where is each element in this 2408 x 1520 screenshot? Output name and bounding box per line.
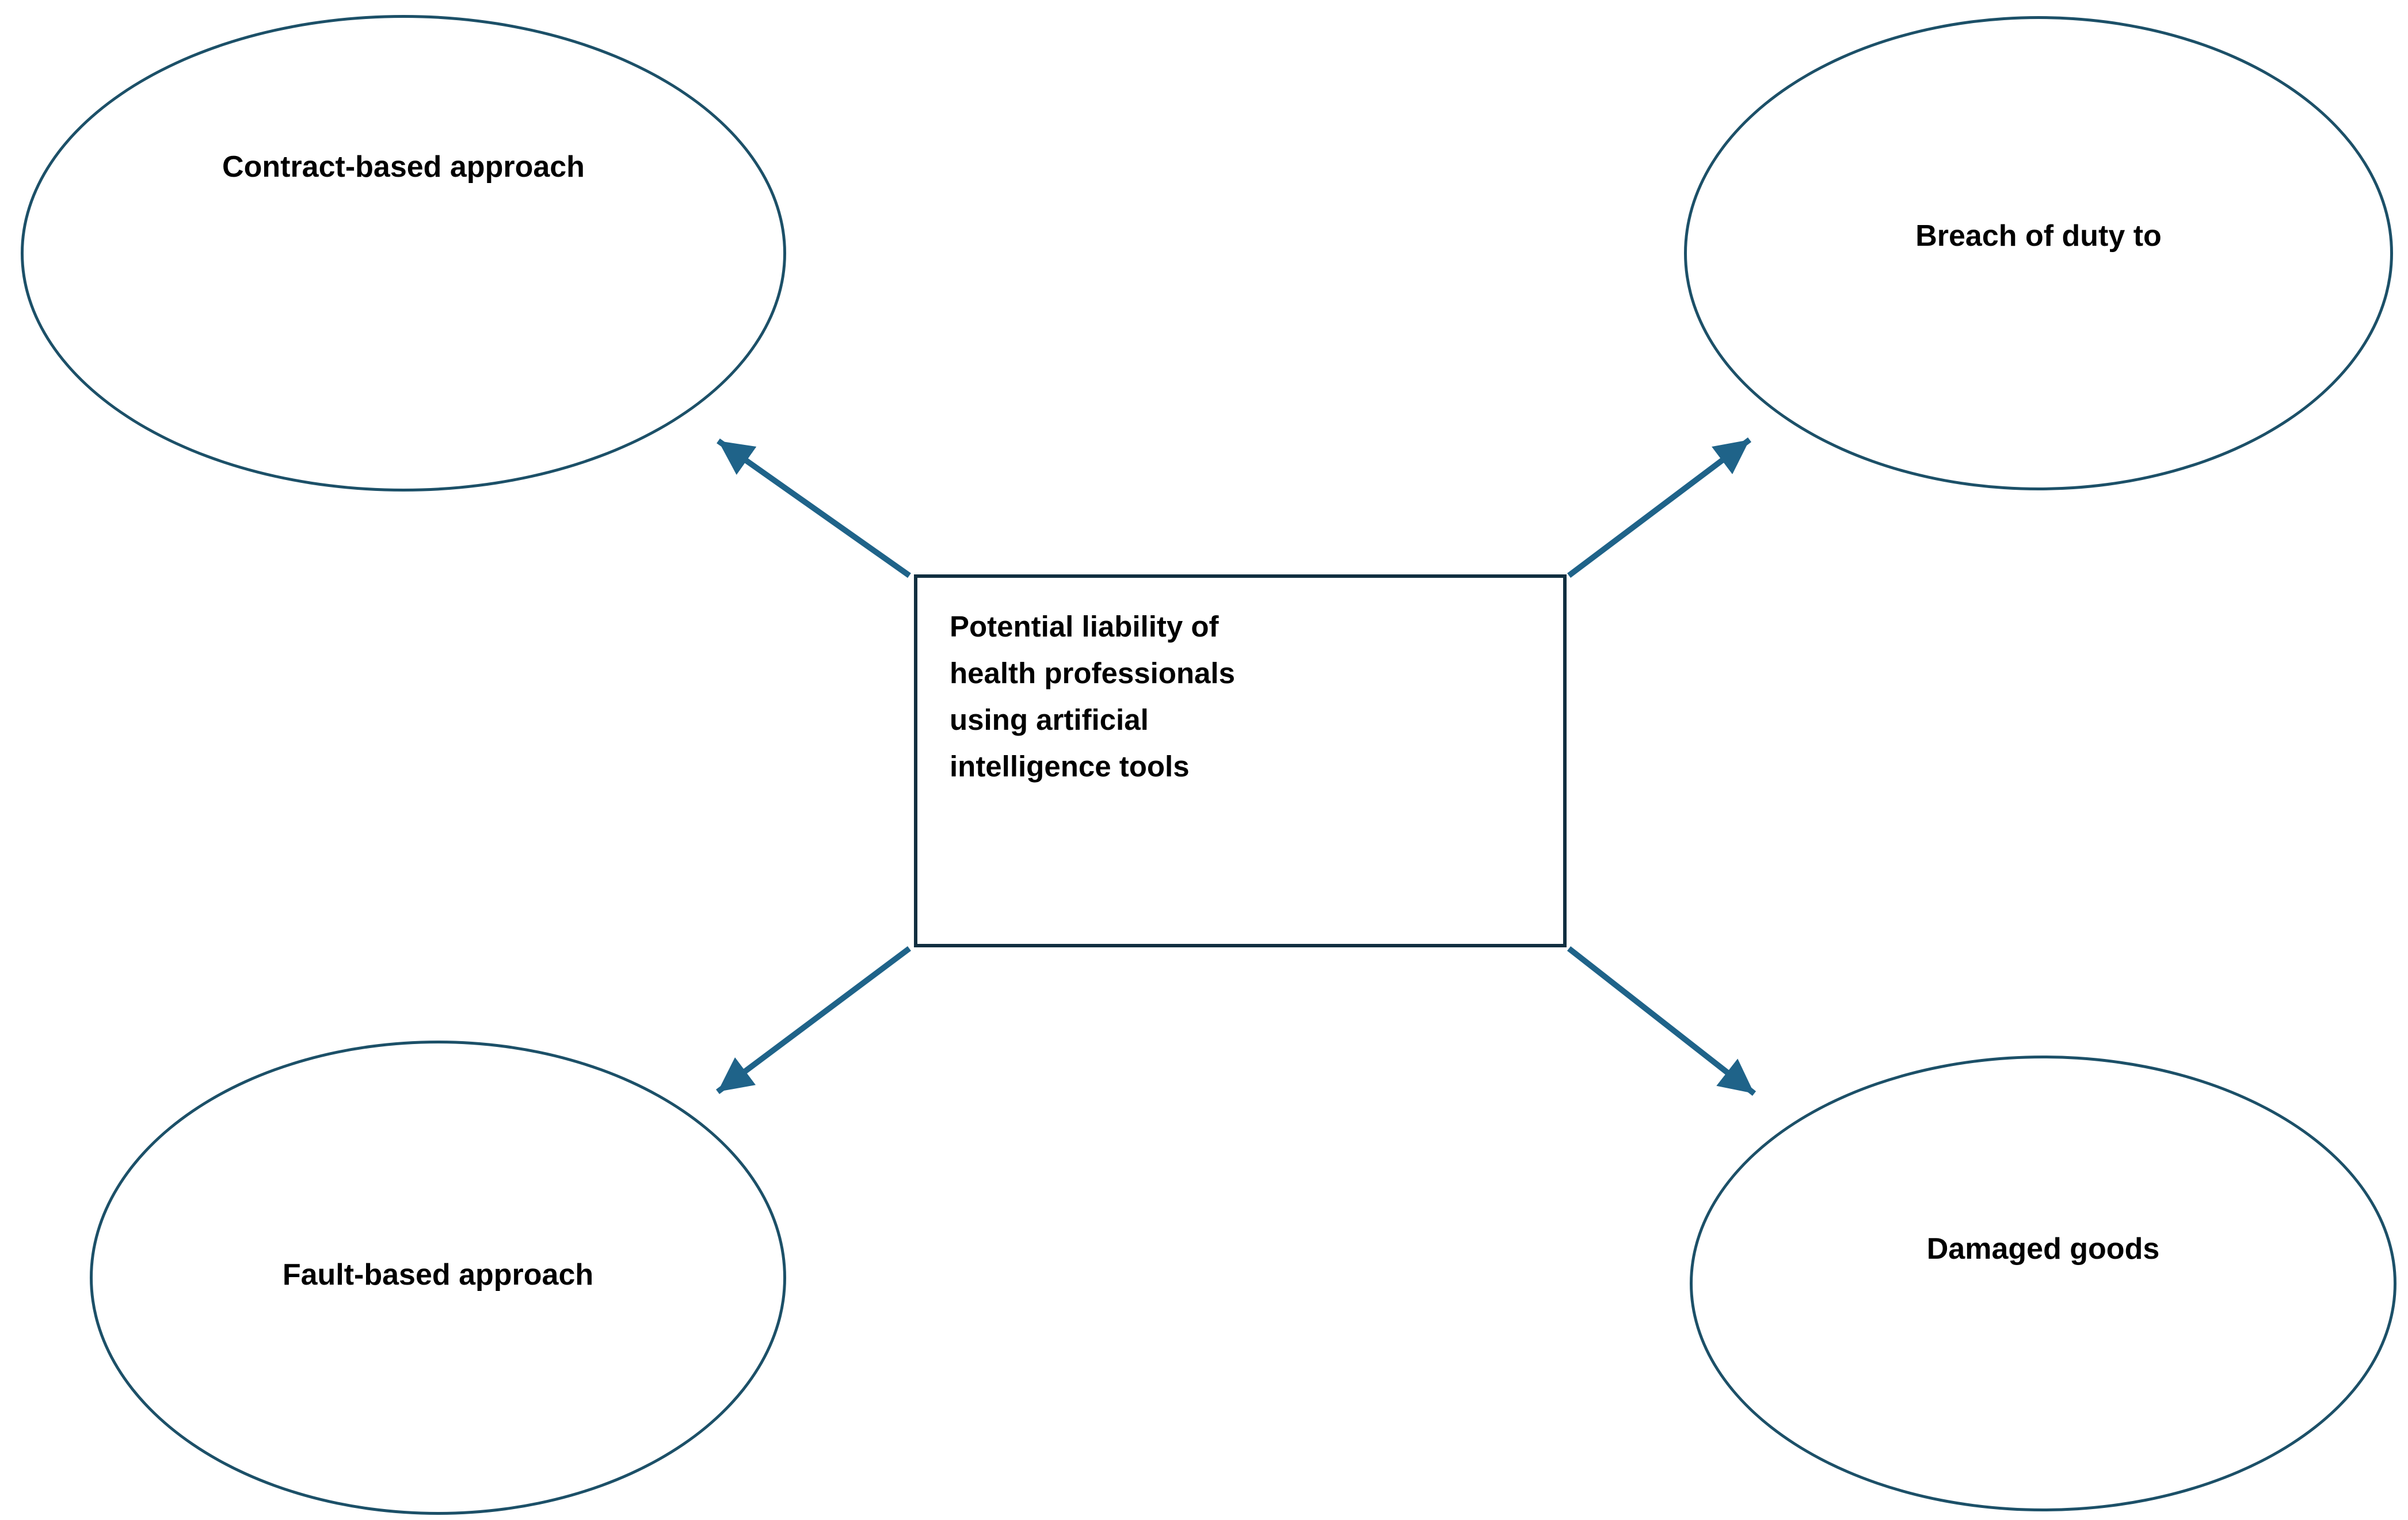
arrow-center-to-bottom-right: [1567, 946, 1757, 1096]
node-label: Damaged goods: [1926, 1232, 2160, 1266]
arrow-center-to-top-left: [717, 438, 911, 578]
node-label: Breach of duty to: [1915, 219, 2162, 253]
node-contract-based-approach: Contract-based approach: [21, 15, 786, 492]
node-damaged-goods: Damaged goods: [1690, 1056, 2396, 1511]
central-concept-text: Potential liability of health profession…: [950, 610, 1235, 783]
central-concept-box: Potential liability of health profession…: [914, 574, 1567, 947]
node-label: Fault-based approach: [282, 1258, 594, 1292]
node-label: Contract-based approach: [222, 150, 585, 184]
arrow-center-to-top-right: [1567, 437, 1752, 578]
node-breach-of-duty: Breach of duty to: [1684, 16, 2393, 490]
node-fault-based-approach: Fault-based approach: [90, 1041, 786, 1515]
arrow-center-to-bottom-left: [716, 946, 911, 1095]
